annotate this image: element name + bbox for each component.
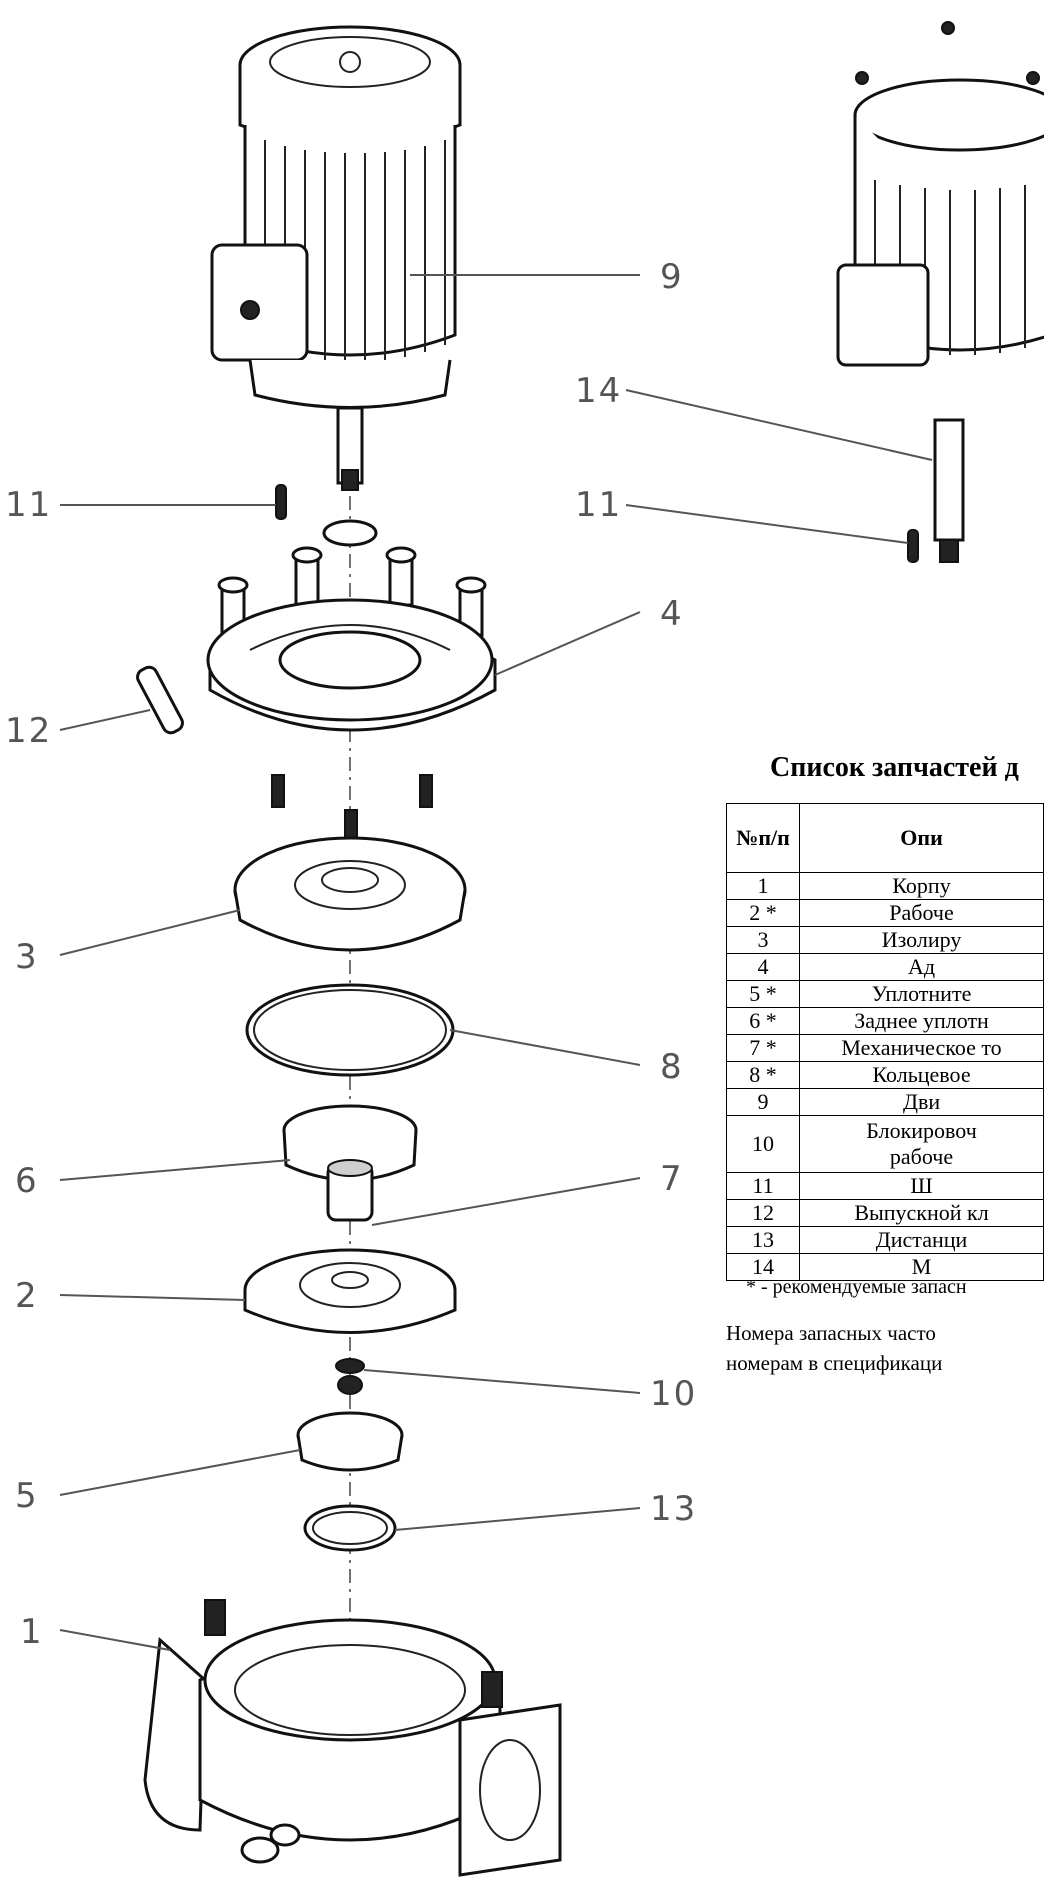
row-num: 3 <box>725 926 801 954</box>
row-num: 9 <box>725 1088 801 1116</box>
row-num: 14 <box>725 1253 801 1281</box>
spacer-ring <box>303 1504 397 1552</box>
header-desc: Опи <box>799 803 1044 873</box>
row-desc: Выпускной кл <box>799 1199 1044 1227</box>
table-row: 8 *Кольцевое <box>725 1061 1044 1089</box>
insulating-cover <box>233 836 467 952</box>
callout-13: 13 <box>650 1489 697 1529</box>
row-desc: Кольцевое <box>799 1061 1044 1089</box>
row-desc: Блокировоч рабоче <box>799 1115 1044 1173</box>
table-row: 5 *Уплотните <box>725 980 1044 1008</box>
header-num: №п/п <box>725 803 801 873</box>
callout-12: 12 <box>5 711 52 751</box>
callout-11-left: 11 <box>5 485 52 525</box>
callout-10: 10 <box>650 1374 697 1414</box>
screw <box>419 774 433 808</box>
row-num: 1 <box>725 872 801 900</box>
spare-parts-footnote: * - рекомендуемые запасн <box>746 1276 967 1298</box>
row-num: 13 <box>725 1226 801 1254</box>
row-desc: Дви <box>799 1088 1044 1116</box>
row-desc: Ад <box>799 953 1044 981</box>
seal-part <box>296 1411 404 1472</box>
vent-valve <box>136 665 184 735</box>
lock-nut <box>337 1375 363 1395</box>
row-desc: Ш <box>799 1172 1044 1200</box>
row-desc: М <box>799 1253 1044 1281</box>
callout-9: 9 <box>660 257 684 297</box>
callout-4: 4 <box>660 594 684 634</box>
row-desc: Заднее уплотн <box>799 1007 1044 1035</box>
row-num: 5 * <box>725 980 801 1008</box>
callout-14: 14 <box>575 371 622 411</box>
pump-housing <box>143 1599 562 1877</box>
key-part-side <box>907 529 919 563</box>
mechanical-seal <box>326 1159 374 1222</box>
row-desc: Изолиру <box>799 926 1044 954</box>
row-num: 6 * <box>725 1007 801 1035</box>
screw <box>271 774 285 808</box>
table-row: 2 *Рабоче <box>725 899 1044 927</box>
callout-11-right: 11 <box>575 485 622 525</box>
callout-6: 6 <box>15 1161 39 1201</box>
callout-3: 3 <box>15 937 39 977</box>
callout-5: 5 <box>15 1476 39 1516</box>
callout-1: 1 <box>20 1612 44 1652</box>
spare-parts-note: Номера запасных часто номерам в специфик… <box>726 1321 943 1375</box>
row-desc: Механическое то <box>799 1034 1044 1062</box>
leader-lines <box>59 274 933 1651</box>
callout-7: 7 <box>660 1159 684 1199</box>
row-num: 4 <box>725 953 801 981</box>
o-ring <box>245 983 455 1077</box>
motor-side-view <box>836 21 1044 563</box>
callout-8: 8 <box>660 1047 684 1087</box>
washer <box>322 519 378 547</box>
parts-list-title: Список запчастей д <box>770 752 1019 783</box>
row-num: 12 <box>725 1199 801 1227</box>
callout-2: 2 <box>15 1276 39 1316</box>
adapter <box>206 598 497 732</box>
table-row: 7 *Механическое то <box>725 1034 1044 1062</box>
row-desc: Рабоче <box>799 899 1044 927</box>
motor <box>210 25 462 491</box>
impeller <box>243 1248 457 1334</box>
row-num: 7 * <box>725 1034 801 1062</box>
key-part <box>275 484 287 520</box>
row-num: 11 <box>725 1172 801 1200</box>
table-header-row: №п/п Опи <box>725 803 1044 873</box>
row-desc: Дистанци <box>799 1226 1044 1254</box>
row-num: 10 <box>725 1115 801 1173</box>
row-num: 2 * <box>725 899 801 927</box>
row-desc: Уплотните <box>799 980 1044 1008</box>
row-desc: Корпу <box>799 872 1044 900</box>
lock-washer <box>335 1358 365 1374</box>
row-num: 8 * <box>725 1061 801 1089</box>
table-row: 6 *Заднее уплотн <box>725 1007 1044 1035</box>
